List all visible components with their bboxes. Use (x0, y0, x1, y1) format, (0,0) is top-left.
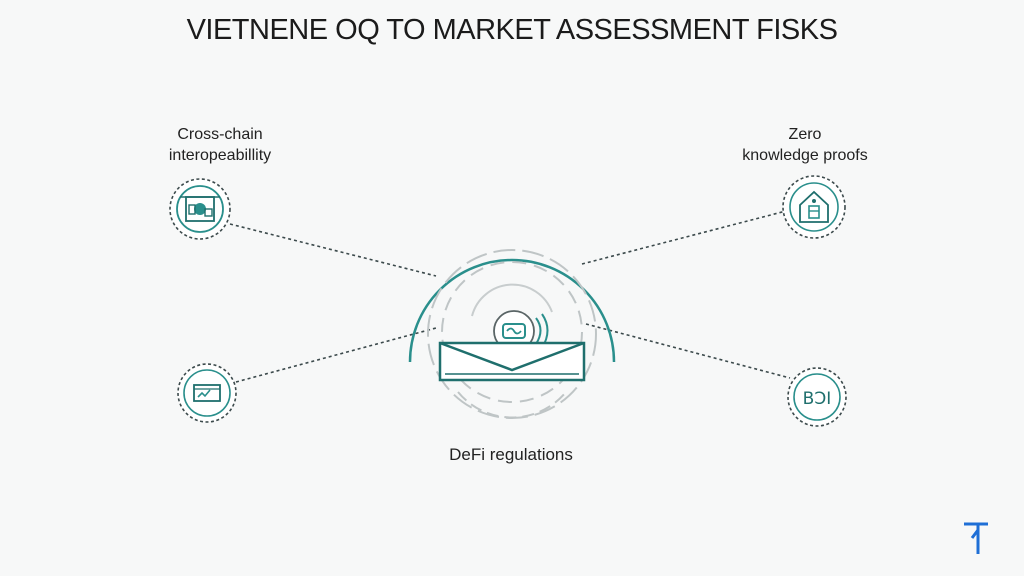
connector-zero-knowledge (581, 210, 787, 265)
connectors (229, 210, 791, 383)
label-cross-chain-line1: Cross-chain (177, 126, 263, 143)
center-hub (408, 249, 616, 419)
label-defi-regulations: DeFi regulations (449, 445, 573, 464)
node-cross-chain (169, 178, 231, 240)
brand-logo-icon (964, 522, 988, 554)
card-chart-icon (193, 384, 221, 402)
center-wave-right (535, 317, 542, 345)
center-ring-inner (441, 261, 583, 403)
connector-cross-chain (229, 223, 437, 277)
connector-bottom-right (585, 323, 791, 379)
center-outer-arc (408, 258, 616, 363)
letters-icon: BƆI (803, 389, 832, 409)
label-zero-knowledge-line2: knowledge proofs (742, 147, 868, 164)
page-title: VIETNENE OQ TO MARKET ASSESSMENT FISKS (186, 14, 838, 46)
house-shield-icon (799, 190, 829, 223)
label-cross-chain: Cross-chain interopeabillity (140, 124, 300, 166)
wallet-tray (438, 341, 586, 382)
node-bottom-right: BƆI (787, 367, 847, 427)
label-zero-knowledge: Zero knowledge proofs (725, 124, 885, 166)
center-arc-left (471, 283, 553, 317)
chain-bridge-icon (180, 196, 220, 222)
node-bottom-left (177, 363, 237, 423)
connector-bottom-left (235, 327, 437, 383)
wallet-scanner-icon (493, 310, 535, 352)
label-cross-chain-line2: interopeabillity (168, 147, 272, 164)
center-ring-bottom (457, 391, 567, 419)
node-zero-knowledge (782, 175, 846, 239)
label-zero-knowledge-line1: Zero (788, 126, 822, 143)
